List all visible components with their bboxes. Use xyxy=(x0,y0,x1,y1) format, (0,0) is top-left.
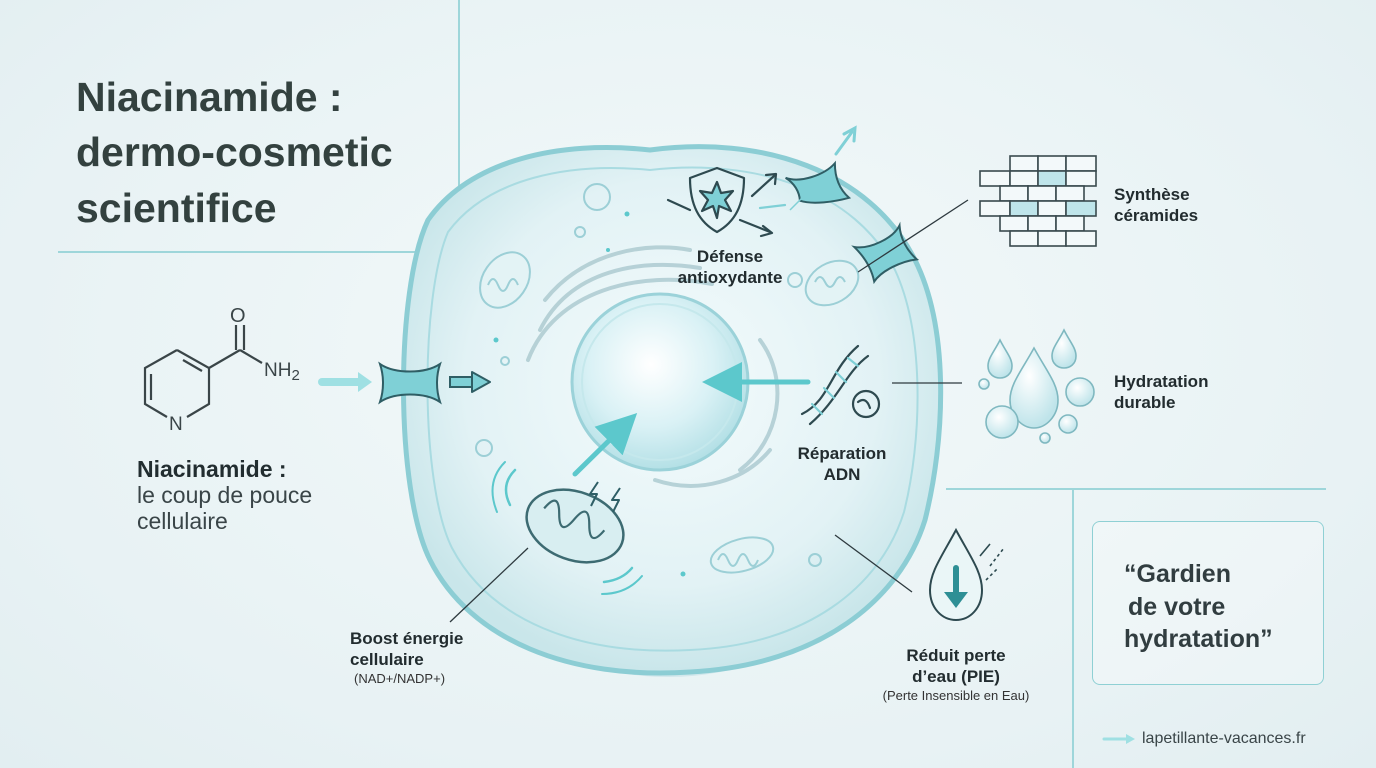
molecule-caption: Niacinamide : le coup de pouce cellulair… xyxy=(137,456,397,534)
inlet-arrow-right xyxy=(449,371,491,393)
lightning-icon xyxy=(589,481,621,513)
water-drops-icon xyxy=(978,328,1095,444)
molecule-caption-line2: le coup de pouce xyxy=(137,481,313,508)
dna-icon xyxy=(800,344,881,426)
page-title: Niacinamide : dermo-cosmetic scientifice xyxy=(76,70,476,236)
label-cellular-energy: Boost énergie cellulaire (NAD+/NADP+) xyxy=(350,629,464,686)
dots xyxy=(493,211,686,577)
molecule-oxygen: O xyxy=(230,305,246,327)
website-arrow-icon xyxy=(1102,734,1135,744)
quote-text: “Gardien de votre hydratation” xyxy=(1124,560,1273,653)
quote-box xyxy=(1092,521,1324,685)
label-lasting-hydration: Hydratation durable xyxy=(1114,372,1209,413)
shield-icon xyxy=(666,166,787,238)
divider-horizontal-right xyxy=(946,488,1326,490)
mitochondrion-large xyxy=(491,461,643,595)
vesicles xyxy=(475,183,822,567)
arrow-energy-to-nucleus xyxy=(572,412,638,477)
molecule-caption-line3: cellulaire xyxy=(137,507,228,534)
inlet-arrow-left xyxy=(318,372,372,392)
transport-channel-left xyxy=(378,361,442,405)
niacinamide-molecule xyxy=(143,325,263,418)
website-link[interactable]: lapetillante-vacances.fr xyxy=(1142,730,1306,747)
divider-horizontal-left xyxy=(58,251,468,253)
title-line-3: scientifice xyxy=(76,184,277,231)
title-line-1: Niacinamide : xyxy=(76,74,343,120)
leader-lines xyxy=(449,199,969,623)
water-loss-icon xyxy=(928,527,1005,622)
label-water-loss: Réduit perte d’eau (PIE) (Perte Insensib… xyxy=(882,646,1030,703)
ceramide-brick-icon xyxy=(979,155,1097,247)
molecule-amine: NH2 xyxy=(264,360,300,384)
molecule-nitrogen: N xyxy=(169,414,183,435)
divider-vertical-right xyxy=(1072,488,1074,768)
endoplasmic-reticulum xyxy=(526,245,780,488)
label-dna-repair: Réparation ADN xyxy=(797,444,887,485)
divider-vertical-top xyxy=(458,0,460,205)
mitochondrion-small xyxy=(479,251,860,574)
title-line-2: dermo-cosmetic xyxy=(76,129,393,176)
transport-channel-top xyxy=(785,125,857,211)
molecule-caption-title: Niacinamide : xyxy=(137,456,287,482)
label-ceramide-synthesis: Synthèse céramides xyxy=(1114,185,1199,226)
label-antioxidant-defense: Défense antioxydante xyxy=(677,247,783,288)
